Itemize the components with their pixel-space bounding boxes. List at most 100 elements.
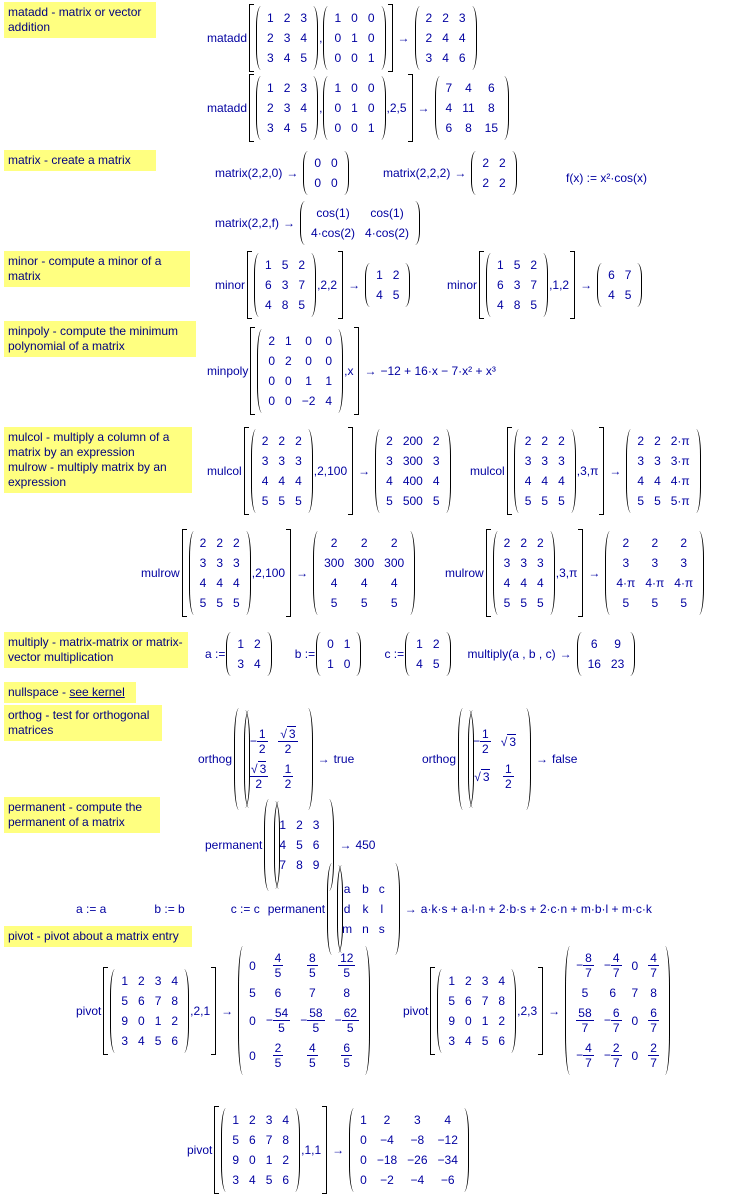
arrow: → [296, 566, 309, 580]
matrix-cell: 6 [312, 838, 320, 852]
note-minor: minor - compute a minor of a matrix [4, 251, 190, 287]
arrow: → [286, 166, 299, 180]
a-sym-def: a := a [76, 902, 107, 916]
matrix-cell: 0 [325, 354, 333, 368]
matrix-cell: 5 [654, 494, 661, 508]
matrix-cell: 1 [351, 31, 358, 45]
matrix-cell: 6 [497, 278, 504, 292]
matrix-cell: 4 [416, 657, 423, 671]
matrix-cell: k [362, 902, 369, 916]
matrix-cell: 4 [654, 474, 661, 488]
matrix-cell: 8 [171, 993, 179, 1008]
matrix-cell: 1 [448, 973, 456, 988]
matrix-cell: 4·π [616, 576, 636, 590]
matrix-cell: 0 [360, 1133, 367, 1147]
see-kernel-link[interactable]: see kernel [69, 685, 125, 699]
note-multiply: multiply - matrix-matrix or matrix-vecto… [4, 632, 188, 668]
matrix-cell: 6 [488, 81, 495, 95]
matrix-cell: 4 [558, 474, 565, 488]
matrix-cell: 7 [154, 993, 162, 1008]
fn-name: permanent [267, 902, 326, 916]
matrix-cell: 2 [425, 11, 433, 25]
matrix-cell: 3 [267, 121, 274, 135]
matrix-cell: 6 [498, 1033, 506, 1048]
note-mulrow-text: mulrow - multiply matrix by an expressio… [8, 460, 167, 489]
matrix-cell: 0 [285, 394, 292, 408]
matrix-cell: 2 [360, 536, 368, 550]
matrix-cell: 0 [334, 51, 342, 65]
matrix-cell: 8 [296, 858, 303, 872]
matrix-cell: 23 [610, 657, 625, 671]
matrix-cell: 3 [558, 454, 565, 468]
b-sym-def: b := b [154, 902, 185, 916]
matrix-cell: 1 [343, 637, 351, 651]
matrix-cell: 4 [283, 121, 291, 135]
matrix-cell: −18 [376, 1153, 398, 1167]
fn-name: minor [215, 278, 246, 292]
matrix-cell: 4 [432, 474, 440, 488]
fn-name: permanent [205, 838, 263, 852]
matrix-cell: 2 [482, 176, 490, 190]
matrix-cell: 2 [171, 1013, 179, 1028]
matrix-cell: 8 [513, 298, 521, 312]
matrix-cell: 3 [481, 973, 489, 988]
matrix-cell: 4 [524, 474, 532, 488]
matrix-cell: 0 [331, 176, 338, 190]
matrix-cell: 2 [651, 536, 659, 550]
matrix-cell: 4 [171, 973, 179, 988]
matrix-cell: 5 [199, 596, 207, 610]
matrix-cell: 5 [624, 288, 632, 302]
matrix-cell: 3 [513, 278, 521, 292]
matrix-cell: 0 [367, 101, 375, 115]
matrix-cell: 5 [386, 494, 393, 508]
matrix-cell: 6 [265, 278, 272, 292]
matrix-cell: 3 [524, 454, 532, 468]
matrix-cell: 0 [631, 1048, 639, 1063]
args: ,1,2 [549, 278, 570, 292]
matrix-cell: 4 [637, 474, 645, 488]
c-sym-def: c := c [230, 902, 260, 916]
matrix-cell: 0 [314, 176, 322, 190]
matrix-cell: 1 [305, 374, 312, 388]
matrix-cell: −26 [407, 1153, 428, 1167]
matrix-cell: 1 [360, 1113, 367, 1127]
f-definition: f(x) := x²·cos(x) [566, 171, 647, 185]
fn-name: orthog [198, 752, 233, 766]
arrow: → [364, 364, 377, 378]
matrix-cell: 6 [458, 51, 466, 65]
matrix-cell: 3 [622, 556, 630, 570]
matrix-cell: 2 [432, 637, 440, 651]
matrix-cell: 400 [402, 474, 423, 488]
note-minpoly: minpoly - compute the minimum polynomial… [4, 321, 196, 357]
